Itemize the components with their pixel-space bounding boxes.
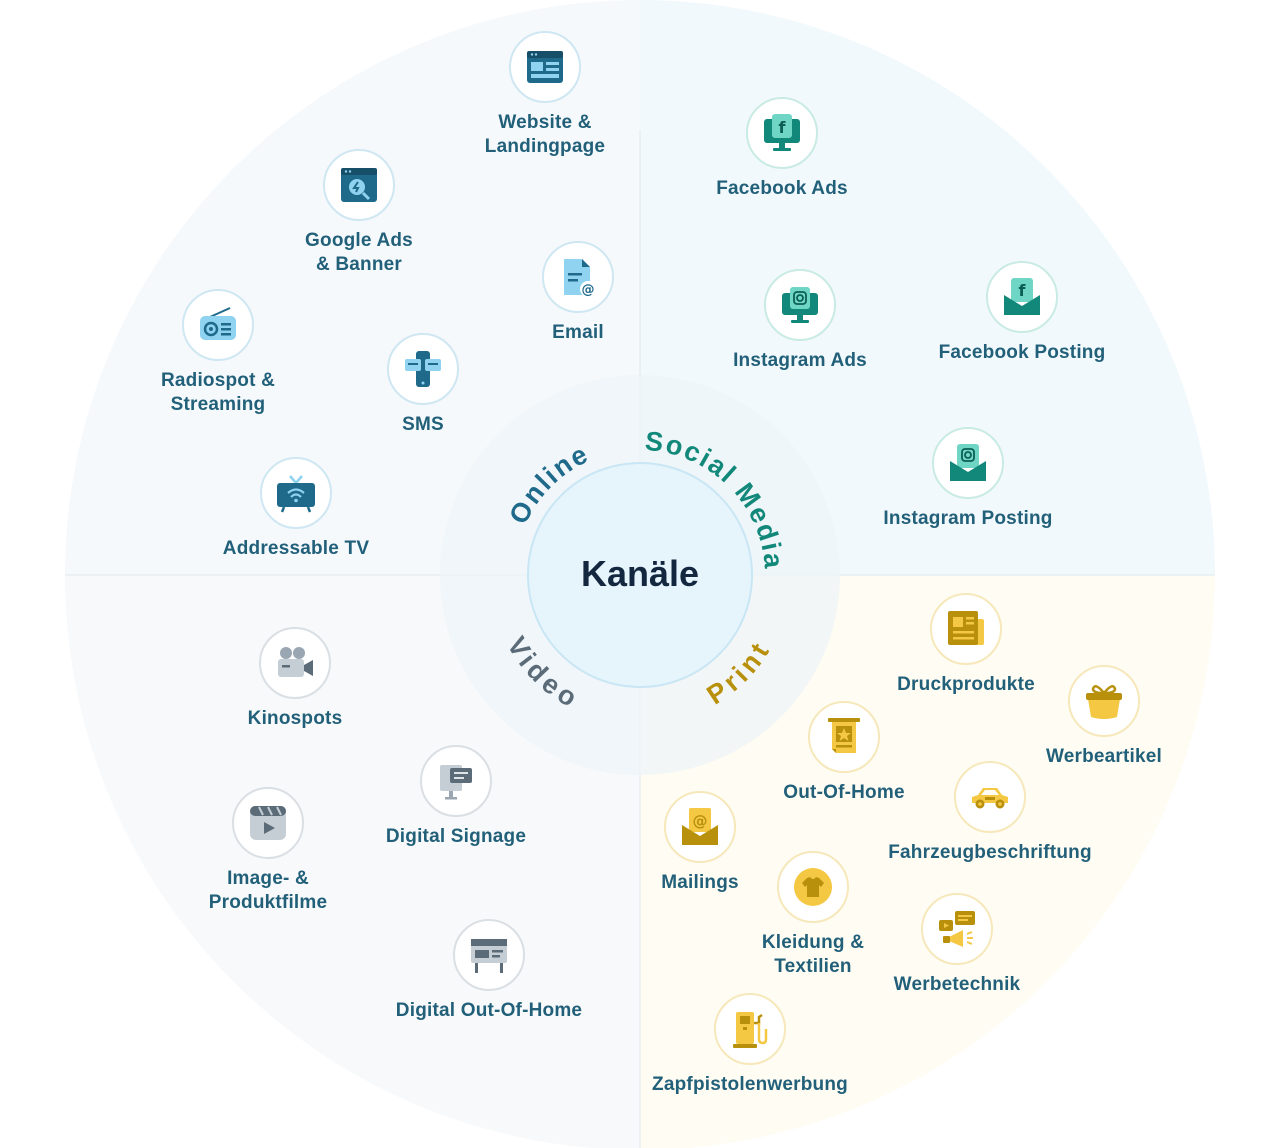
node-label: Digital Out-Of-Home	[395, 1000, 583, 1021]
node-label: Out-Of-Home	[783, 782, 905, 803]
node-radio[interactable]: Radiospot & Streaming	[98, 289, 338, 417]
node-digital-out-of-home[interactable]: Digital Out-Of-Home	[369, 919, 609, 1023]
node-label: Website & Landingpage	[484, 112, 606, 157]
radio-icon	[182, 289, 254, 361]
node-image-produktfilme[interactable]: Image- & Produktfilme	[148, 787, 388, 915]
node-label: Werbetechnik	[893, 974, 1021, 995]
node-kinospots[interactable]: Kinospots	[175, 627, 415, 731]
node-label: Google Ads & Banner	[305, 230, 413, 275]
node-label: Digital Signage	[385, 826, 527, 847]
node-label: Werbeartikel	[1045, 746, 1163, 767]
google-ads-icon	[323, 149, 395, 221]
billboard-icon	[453, 919, 525, 991]
node-label: Radiospot & Streaming	[160, 370, 276, 415]
website-icon	[509, 31, 581, 103]
facebook-posting-icon: f	[986, 261, 1058, 333]
facebook-ads-icon: f	[746, 97, 818, 169]
node-sms[interactable]: SMS	[303, 333, 543, 437]
node-email[interactable]: @ Email	[458, 241, 698, 345]
node-out-of-home[interactable]: Out-Of-Home	[724, 701, 964, 805]
fuel-pump-icon	[714, 993, 786, 1065]
node-google-ads[interactable]: Google Ads & Banner	[239, 149, 479, 277]
node-label: Kinospots	[247, 708, 343, 729]
node-instagram-posting[interactable]: Instagram Posting	[848, 427, 1088, 531]
center-title: Kanäle	[580, 553, 700, 594]
digital-signage-icon	[420, 745, 492, 817]
node-facebook-ads[interactable]: f Facebook Ads	[662, 97, 902, 201]
node-label: Druckprodukte	[897, 674, 1035, 695]
car-icon	[954, 761, 1026, 833]
tv-icon	[260, 457, 332, 529]
node-facebook-posting[interactable]: f Facebook Posting	[902, 261, 1142, 365]
node-addressable-tv[interactable]: Addressable TV	[176, 457, 416, 561]
megaphone-icon	[921, 893, 993, 965]
node-label: SMS	[402, 414, 444, 435]
svg-text:f: f	[1019, 281, 1027, 300]
node-label: Instagram Posting	[883, 508, 1053, 529]
newspaper-icon	[930, 593, 1002, 665]
instagram-ads-icon	[764, 269, 836, 341]
svg-text:@: @	[582, 283, 595, 298]
node-mailings[interactable]: @ Mailings	[580, 791, 820, 895]
svg-text:@: @	[693, 812, 708, 830]
tshirt-icon	[777, 851, 849, 923]
gift-icon	[1068, 665, 1140, 737]
node-label: Fahrzeugbeschriftung	[888, 842, 1092, 863]
node-fahrzeugbeschriftung[interactable]: Fahrzeugbeschriftung	[870, 761, 1110, 865]
instagram-posting-icon	[932, 427, 1004, 499]
node-werbeartikel[interactable]: Werbeartikel	[984, 665, 1224, 769]
node-label: Mailings	[661, 872, 739, 893]
node-instagram-ads[interactable]: Instagram Ads	[680, 269, 920, 373]
node-label: Facebook Ads	[716, 178, 848, 199]
node-label: Instagram Ads	[733, 350, 867, 371]
node-label: Image- & Produktfilme	[208, 868, 328, 913]
center-circle	[527, 462, 753, 688]
node-werbetechnik[interactable]: Werbetechnik	[837, 893, 1077, 997]
sms-icon	[387, 333, 459, 405]
node-label: Addressable TV	[222, 538, 370, 559]
mail-icon: @	[664, 791, 736, 863]
node-label: Kleidung & Textilien	[761, 932, 865, 977]
svg-text:f: f	[779, 118, 787, 137]
movie-camera-icon	[259, 627, 331, 699]
node-label: Facebook Posting	[938, 342, 1106, 363]
video-play-icon	[232, 787, 304, 859]
node-digital-signage[interactable]: Digital Signage	[336, 745, 576, 849]
node-zapfpistolenwerbung[interactable]: Zapfpistolenwerbung	[630, 993, 870, 1097]
node-kleidung-textilien[interactable]: Kleidung & Textilien	[693, 851, 933, 979]
poster-icon	[808, 701, 880, 773]
node-website[interactable]: Website & Landingpage	[425, 31, 665, 159]
email-icon: @	[542, 241, 614, 313]
node-druckprodukte[interactable]: Druckprodukte	[846, 593, 1086, 697]
node-label: Email	[552, 322, 604, 343]
node-label: Zapfpistolenwerbung	[652, 1074, 848, 1095]
